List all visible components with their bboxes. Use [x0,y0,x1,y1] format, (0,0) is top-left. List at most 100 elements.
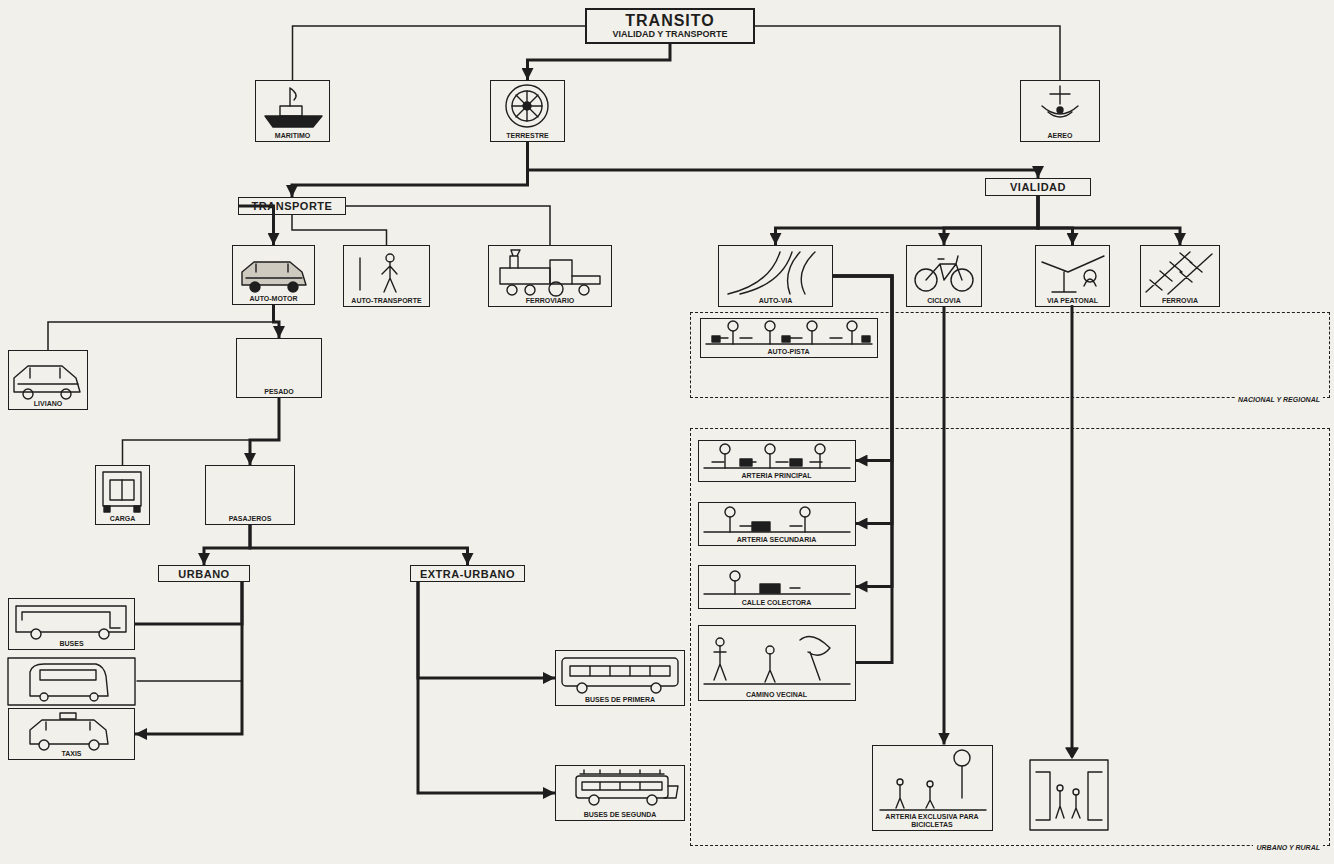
node-label: AUTO-MOTOR [248,295,300,303]
connector [135,582,242,734]
node-label: LIVIANO [32,400,64,408]
icon-box: PESADO [236,338,322,398]
pedestrian-icon [360,254,397,292]
node-label: VIA PEATONAL [1045,297,1100,305]
title-text: TRANSITO [625,12,714,30]
icon-box: ARTERIA SECUNDARIA [698,502,856,546]
connector [292,142,528,197]
node-label: FERROVIARIO [524,297,577,305]
icon-box: CARGA [95,465,150,525]
category-box: TRANSPORTE [238,197,346,215]
node-label: VIALIDAD [1010,181,1066,193]
connector [123,398,280,465]
category-box: VIALIDAD [985,178,1091,196]
node-label: URBANO [178,568,229,580]
icon-box: VIA PEATONAL [1035,245,1110,307]
node-label: PESADO [262,388,296,396]
bicycle-icon [915,256,973,291]
bus-icon [16,606,126,639]
node-label: ARTERIA PRINCIPAL [740,472,814,480]
truck-icon [103,472,141,512]
node-label: TRANSPORTE [252,200,333,212]
connector [528,142,1039,178]
air-icon [1042,86,1078,117]
bike-lane-icon [880,750,986,810]
icon-box: PASAJEROS [205,465,295,525]
icon-box: AUTO-VIA [718,245,833,307]
connector [293,26,586,80]
footway-icon [1042,256,1104,292]
icon-box: TAXIS [8,708,135,760]
connector [250,398,279,465]
region-label: URBANO Y RURAL [1253,844,1323,851]
region-band: URBANO Y RURALARTERIA PRINCIPALARTERIA S… [690,428,1330,846]
road-icon [728,252,815,294]
node-label: EXTRA-URBANO [420,568,515,580]
node-label: FERROVIA [1160,297,1200,305]
icon-box: BUSES DE PRIMERA [555,650,685,706]
street-icon [704,571,850,594]
taxi-icon [30,713,108,750]
connector [1038,196,1073,245]
connector [274,305,280,338]
connector [48,305,274,350]
connector [755,26,1060,80]
rural-bus-icon [576,770,678,805]
connector [833,276,892,663]
connector [833,276,892,524]
node-label: BUSES DE PRIMERA [583,696,657,704]
icon-box: CALLE COLECTORA [698,565,856,609]
node-label: BUSES DE SEGUNDA [582,811,659,819]
node-label: AUTO-TRANSPORTE [349,297,423,305]
connector [528,44,671,80]
icon-box: LIVIANO [8,350,88,410]
icon-box: AEREO [1020,80,1100,142]
icon-box: FERROVIA [1140,245,1220,307]
highway-icon [706,321,872,344]
connector [292,215,387,245]
node-label: CALLE COLECTORA [740,599,813,607]
connector [833,276,892,587]
icon-box: FERROVIARIO [488,245,612,307]
connector [943,307,946,745]
node-label: CAMINO VECINAL [744,691,809,699]
title-text: VIALIDAD Y TRANSPORTE [612,30,727,40]
car-icon [14,366,80,399]
icon-box: BUSES [8,598,135,650]
avenue-icon [704,507,850,532]
connector [418,582,555,793]
connector [944,196,1038,245]
avenue-icon [704,444,850,468]
icon-box: AUTO-TRANSPORTE [343,245,430,307]
node-label: CARGA [108,515,138,523]
icon-box: CICLOVIA [906,245,982,307]
region-band: NACIONAL Y REGIONALAUTO-PISTA [690,312,1330,398]
connector [135,582,242,624]
connector [1038,196,1180,245]
icon-box: TERRESTRE [490,80,565,142]
ship-icon [265,88,322,127]
connector [204,525,250,565]
locomotive-icon [500,250,600,296]
leader-line [137,306,1078,758]
connector [833,276,892,461]
icon-box: CAMINO VECINAL [698,625,856,701]
node-label: BUSES [57,640,85,648]
node-label: ARTERIA SECUNDARIA [735,536,818,544]
node-label: AUTO-PISTA [765,348,811,356]
node-label: CICLOVIA [925,297,962,305]
node-label: TERRESTRE [504,132,550,140]
connector [346,206,550,245]
connector [250,525,468,565]
connector [418,582,555,678]
node-label: AUTO-VIA [757,297,795,305]
rail-icon [1146,252,1212,294]
node-label: ARTERIA EXCLUSIVA PARA BICICLETAS [873,813,992,828]
minibus-box [8,658,135,705]
node-label: MARITIMO [273,132,312,140]
title-box: TRANSITOVIALIDAD Y TRANSPORTE [585,8,755,44]
connector [776,196,1039,245]
pedestrian-street-box [1030,760,1108,830]
